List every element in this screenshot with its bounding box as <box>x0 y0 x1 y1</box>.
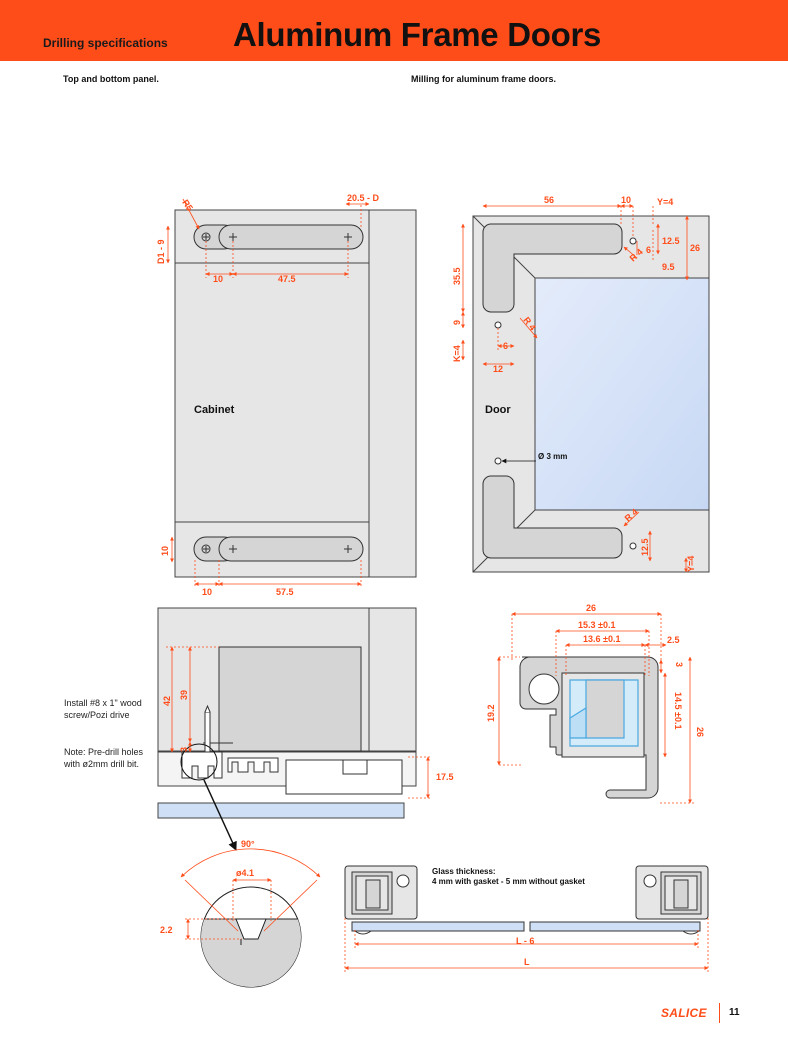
footer-divider <box>719 1003 720 1023</box>
install-note: Install #8 x 1" wood screw/Pozi drive <box>64 698 142 720</box>
dim-door-12: 12 <box>493 364 503 374</box>
caption-left: Top and bottom panel. <box>63 74 159 84</box>
predrill-note: Note: Pre-drill holes with ø2mm drill bi… <box>64 747 144 769</box>
dim-door-12-5: 12.5 <box>662 236 680 246</box>
dim-section-17-5: 17.5 <box>436 772 454 782</box>
dim-top-len: 47.5 <box>278 274 296 284</box>
dim-bottom-10: 10 <box>202 587 212 597</box>
door-hole-label: Ø 3 mm <box>538 452 567 461</box>
dim-d1: D1 - 9 <box>156 239 166 264</box>
caption-right: Milling for aluminum frame doors. <box>411 74 557 84</box>
cabinet-label: Cabinet <box>194 404 235 416</box>
cabinet-drawing: R5 20.5 - D D1 - 9 10 47.5 10 10 57.5 Ca… <box>156 193 417 597</box>
dim-profile-26-vertical: 26 <box>695 727 705 737</box>
detail-drawing: 90° ø4.1 2.2 <box>160 839 321 988</box>
dim-section-39: 39 <box>179 690 189 700</box>
glass-thickness-spec: 4 mm with gasket - 5 mm without gasket <box>432 877 585 886</box>
detail-diameter: ø4.1 <box>236 868 254 878</box>
door-drawing: 56 10 Y=4 12.5 26 6 9.5 R 4 35.5 9 6 R 4… <box>452 195 710 573</box>
dim-profile-15-3: 15.3 ±0.1 <box>578 620 615 630</box>
dim-profile-26: 26 <box>586 603 596 613</box>
dim-door-y4b: Y=4 <box>686 556 696 572</box>
dim-profile-13-6: 13.6 ±0.1 <box>583 634 620 644</box>
dim-glass-l: L <box>524 957 530 967</box>
dim-door-k4: K=4 <box>452 345 462 362</box>
detail-angle: 90° <box>241 839 255 849</box>
dim-profile-14-5: 14.5 ±0.1 <box>673 692 683 729</box>
dim-top-10: 10 <box>213 274 223 284</box>
dim-bottom-len: 57.5 <box>276 587 294 597</box>
dim-profile-3: 3 <box>674 662 684 667</box>
detail-depth: 2.2 <box>160 925 173 935</box>
glass-assembly-drawing: Glass thickness: 4 mm with gasket - 5 mm… <box>344 865 709 972</box>
profile-drawing: 26 15.3 ±0.1 13.6 ±0.1 2.5 3 14.5 ±0.1 2… <box>486 603 705 804</box>
section-label: Drilling specifications <box>43 36 168 50</box>
dim-section-3: 3 <box>179 747 189 752</box>
section-drawing: 42 39 3 17.5 <box>157 607 454 851</box>
dim-door-6: 6 <box>646 245 651 255</box>
dim-door-6b: 6 <box>503 341 508 351</box>
dim-door-35-5: 35.5 <box>452 267 462 285</box>
dim-door-9-5: 9.5 <box>662 262 675 272</box>
dim-glass-l6: L - 6 <box>516 936 534 946</box>
dim-door-9: 9 <box>452 320 462 325</box>
dim-door-12-5b: 12.5 <box>640 538 650 556</box>
brand-logo: SALICE <box>661 1006 707 1020</box>
dim-door-10: 10 <box>621 195 631 205</box>
dim-section-42: 42 <box>162 696 172 706</box>
dim-door-56: 56 <box>544 195 554 205</box>
dim-top-offset: 20.5 - D <box>347 193 380 203</box>
dim-bottom-10-vertical: 10 <box>160 546 170 556</box>
door-label: Door <box>485 404 511 416</box>
dim-door-y4: Y=4 <box>657 197 673 207</box>
page-number: 11 <box>729 1007 740 1018</box>
page-title: Aluminum Frame Doors <box>233 16 602 53</box>
header-bar <box>0 0 788 61</box>
dim-profile-2-5: 2.5 <box>667 635 680 645</box>
dim-profile-19-2: 19.2 <box>486 704 496 722</box>
dim-door-26: 26 <box>690 243 700 253</box>
glass-thickness-title: Glass thickness: <box>432 867 496 876</box>
